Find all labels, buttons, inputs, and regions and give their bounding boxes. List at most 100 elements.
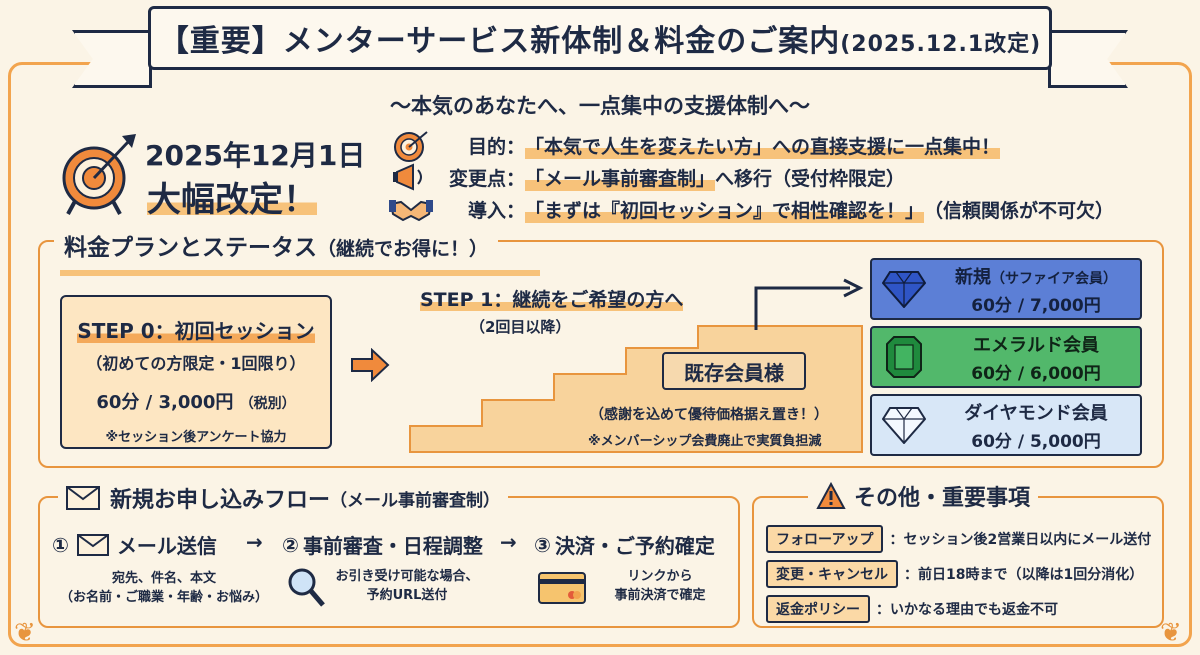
flow-step-2-detail: お引き受け可能な場合、 予約URL送付 xyxy=(322,568,492,606)
corner-flourish-icon: ❦ xyxy=(1160,618,1182,648)
step-detail: 予約URL送付 xyxy=(366,587,448,603)
flow-step-1: ① メール送信 xyxy=(52,530,217,559)
existing-member-note: （感謝を込めて優待価格据え置き！） xyxy=(590,407,828,423)
step1-title: STEP 1：継続をご希望の方へ xyxy=(420,285,684,312)
other-item-refund: 返金ポリシー ：いかなる理由でも返金不可 xyxy=(766,595,1058,623)
step1-title-text: STEP 1：継続をご希望の方へ xyxy=(420,289,684,311)
other-text: ：前日18時まで（以降は1回分消化） xyxy=(904,567,1144,583)
tier-name: 新規 xyxy=(955,266,991,288)
other-text: ：セッション後2営業日以内にメール送付 xyxy=(889,532,1152,548)
intro-text: 「まずは『初回セッション』で相性確認を！」 xyxy=(525,195,925,223)
flow-title: 新規お申し込みフロー（メール事前審査制） xyxy=(58,482,509,514)
plans-title-main: 料金プランとステータス xyxy=(64,235,317,261)
flow-title-sub: （メール事前審査制） xyxy=(330,490,501,511)
emerald-gem-icon xyxy=(876,329,932,385)
tier-price: 60分 / 7,000円 xyxy=(971,295,1101,316)
other-tag: 変更・キャンセル xyxy=(766,560,898,588)
step0-note: ※セッション後アンケート協力 xyxy=(105,430,287,445)
plans-title-sub: （継続でお得に！） xyxy=(317,238,489,260)
arrow-icon: → xyxy=(500,530,517,554)
tier-emerald: エメラルド会員 60分 / 6,000円 xyxy=(870,326,1142,388)
flow-arrow: → xyxy=(500,530,517,554)
envelope-icon xyxy=(66,486,100,510)
envelope-icon xyxy=(76,533,109,556)
step1-sub: （2回目以降） xyxy=(470,318,571,336)
existing-member-badge: 既存会員様 xyxy=(662,352,806,390)
step0-sub: （初めての方限定・1回限り） xyxy=(86,354,306,373)
flow-step-3: ③ 決済・ご予約確定 xyxy=(534,530,715,559)
intro-sep: ： xyxy=(506,167,526,190)
warning-icon xyxy=(816,482,846,509)
intro-text: 「メール事前審査制」 xyxy=(525,163,716,191)
intro-label: 導入 xyxy=(467,199,506,222)
other-text: ：いかなる理由でも返金不可 xyxy=(876,602,1058,618)
headline: 大幅改定！ xyxy=(147,172,317,221)
title-underline xyxy=(60,270,540,276)
tier-name: エメラルド会員 xyxy=(973,334,1099,356)
step0-tax: （税別） xyxy=(239,396,296,412)
step-detail: お引き受け可能な場合、 xyxy=(335,569,479,584)
diamond-gem-icon xyxy=(876,397,932,453)
step-detail: 事前決済で確定 xyxy=(614,587,706,603)
target-icon xyxy=(388,128,434,162)
other-item-cancel: 変更・キャンセル ：前日18時まで（以降は1回分消化） xyxy=(766,560,1143,588)
other-item-followup: フォローアップ ：セッション後2営業日以内にメール送付 xyxy=(766,525,1151,553)
intro-text-post: へ移行（受付枠限定） xyxy=(715,167,906,190)
arrow-up-right-icon xyxy=(754,278,864,330)
step-detail: リンクから xyxy=(627,569,693,584)
flow-section xyxy=(38,496,740,628)
intro-label: 目的 xyxy=(467,135,506,158)
effective-date: 2025年12月1日 xyxy=(145,139,366,172)
tier-name-sub: （サファイア会員） xyxy=(991,270,1117,287)
step-detail: （お名前・ご職業・年齢・お悩み） xyxy=(59,589,268,605)
tier-sapphire: 新規（サファイア会員） 60分 / 7,000円 xyxy=(870,258,1142,320)
step-label: メール送信 xyxy=(116,534,217,558)
other-tag: 返金ポリシー xyxy=(766,595,870,623)
tier-name: ダイヤモンド会員 xyxy=(964,402,1108,424)
ribbon-left xyxy=(72,30,152,88)
tier-price: 60分 / 6,000円 xyxy=(971,363,1101,384)
intro-sep: ： xyxy=(506,135,526,158)
target-icon xyxy=(62,134,136,215)
other-title-text: その他・重要事項 xyxy=(854,486,1031,511)
step-label: 事前審査・日程調整 xyxy=(302,534,483,558)
step-number: ② xyxy=(282,532,299,557)
flow-step-1-detail: 宛先、件名、本文 （お名前・ご職業・年齢・お悩み） xyxy=(48,570,280,608)
corner-flourish-icon: ❦ xyxy=(14,618,36,648)
intro-row-changes: 変更点 ： 「メール事前審査制」 へ移行（受付枠限定） xyxy=(388,160,905,194)
title-date: (2025.12.1改定) xyxy=(840,32,1042,57)
step-number: ③ xyxy=(534,532,551,557)
page-subtitle: 〜本気のあなたへ、一点集中の支援体制へ〜 xyxy=(390,94,810,118)
other-title: その他・重要事項 xyxy=(808,480,1039,512)
flow-title-main: 新規お申し込みフロー xyxy=(110,488,331,513)
intro-text: 「本気で人生を変えたい方」への直接支援に一点集中！ xyxy=(525,131,1001,159)
plans-title: 料金プランとステータス（継続でお得に！） xyxy=(54,228,499,262)
step-number: ① xyxy=(52,532,69,557)
page-title: 【重要】メンターサービス新体制＆料金のご案内(2025.12.1改定) xyxy=(159,16,1041,60)
step-label: 決済・ご予約確定 xyxy=(554,534,715,558)
intro-label: 変更点 xyxy=(448,167,506,190)
magnifier-icon xyxy=(288,568,325,607)
intro-sep: ： xyxy=(506,199,526,222)
plans-section xyxy=(38,240,1164,468)
step0-price: 60分 / 3,000円 xyxy=(96,392,234,413)
intro-row-intro: 導入 ： 「まずは『初回セッション』で相性確認を！」 （信頼関係が不可欠） xyxy=(388,192,1114,226)
intro-row-purpose: 目的 ： 「本気で人生を変えたい方」への直接支援に一点集中！ xyxy=(388,128,1001,162)
title-main: 【重要】メンターサービス新体制＆料金のご案内 xyxy=(158,24,841,59)
arrow-icon: → xyxy=(246,530,263,554)
step0-title: STEP 0：初回セッション xyxy=(77,319,315,343)
step0-card: STEP 0：初回セッション （初めての方限定・1回限り） 60分 / 3,00… xyxy=(60,295,332,449)
megaphone-icon xyxy=(388,160,434,194)
tier-price: 60分 / 5,000円 xyxy=(971,431,1101,452)
credit-card-icon xyxy=(538,572,586,604)
tier-diamond: ダイヤモンド会員 60分 / 5,000円 xyxy=(870,394,1142,456)
sapphire-gem-icon xyxy=(876,261,932,317)
step-detail: 宛先、件名、本文 xyxy=(111,571,216,586)
flow-step-3-detail: リンクから 事前決済で確定 xyxy=(590,568,730,606)
existing-member-note-2: ※メンバーシップ会費廃止で実質負担減 xyxy=(588,434,822,449)
other-tag: フォローアップ xyxy=(766,525,884,553)
title-banner: 【重要】メンターサービス新体制＆料金のご案内(2025.12.1改定) xyxy=(148,6,1052,70)
ribbon-right xyxy=(1048,30,1128,88)
arrow-right-icon xyxy=(351,348,390,382)
intro-text-post: （信頼関係が不可欠） xyxy=(924,199,1115,222)
